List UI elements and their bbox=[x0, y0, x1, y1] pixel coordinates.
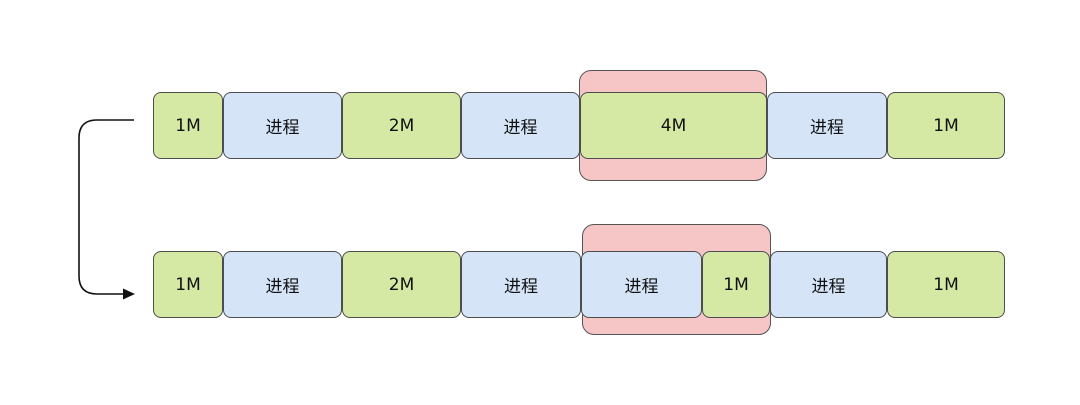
arrowhead bbox=[123, 288, 135, 300]
row1-block-process: 进程 bbox=[223, 92, 342, 159]
row1-block-process: 进程 bbox=[767, 92, 887, 159]
row1-block-free-1m: 1M bbox=[153, 92, 223, 159]
row1-block-free-4m: 4M bbox=[580, 92, 767, 159]
row2-block-free-1m-remainder: 1M bbox=[702, 251, 770, 318]
row1-block-free-2m: 2M bbox=[342, 92, 461, 159]
row2-block-process: 进程 bbox=[770, 251, 887, 318]
row2-block-free-2m: 2M bbox=[342, 251, 461, 318]
row1-block-free-1m: 1M bbox=[887, 92, 1005, 159]
row2-block-free-1m: 1M bbox=[153, 251, 223, 318]
row2-block-free-1m: 1M bbox=[887, 251, 1005, 318]
connector-line bbox=[78, 119, 134, 295]
row2-block-process: 进程 bbox=[461, 251, 581, 318]
row2-block-process: 进程 bbox=[223, 251, 342, 318]
row1-block-process: 进程 bbox=[461, 92, 580, 159]
row2-block-new-process: 进程 bbox=[581, 251, 702, 318]
